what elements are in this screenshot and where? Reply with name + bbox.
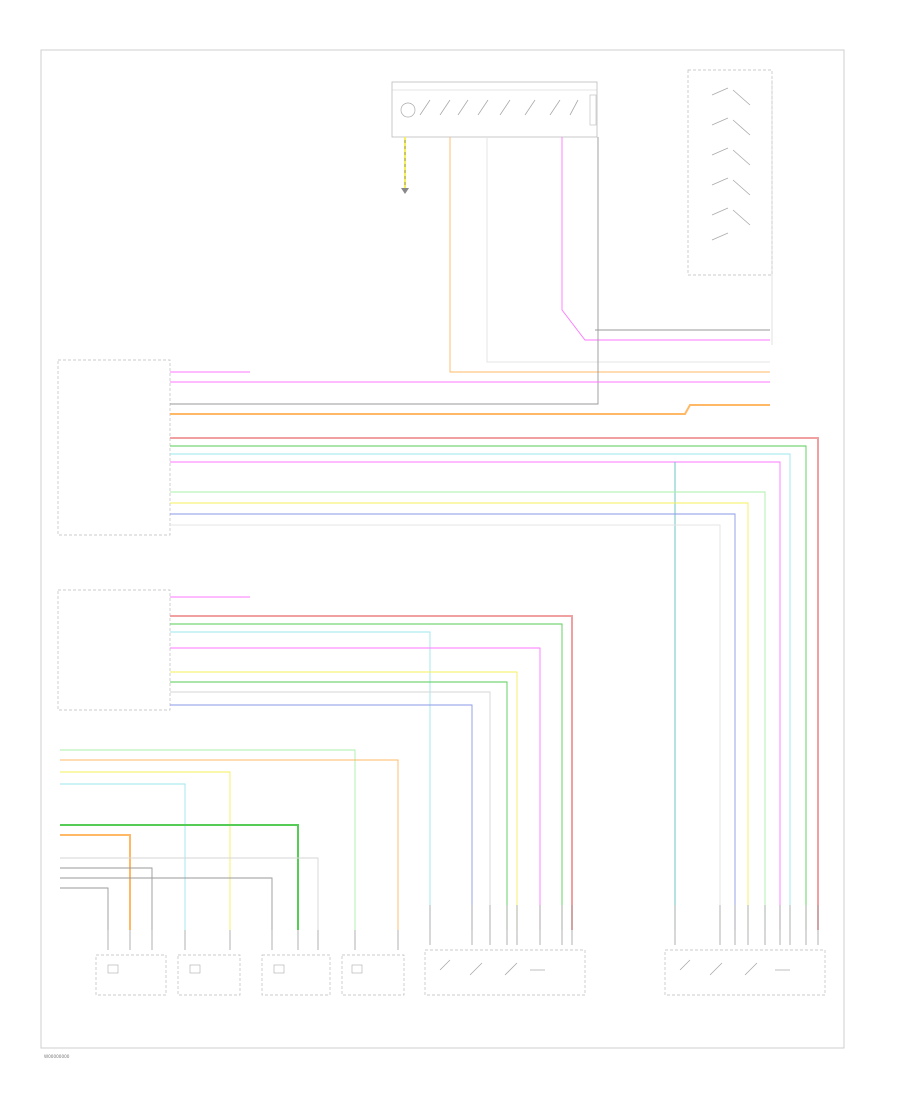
- left-module-middle: [57, 589, 171, 711]
- mirror-switch-block: [687, 69, 773, 345]
- top-switch-module: [391, 81, 598, 138]
- figure-code: W00000000: [44, 1054, 70, 1059]
- diagram-frame: [40, 49, 845, 1049]
- bottom-components: [95, 905, 826, 996]
- ground-drop: [401, 137, 409, 194]
- left-module-upper: [57, 359, 171, 536]
